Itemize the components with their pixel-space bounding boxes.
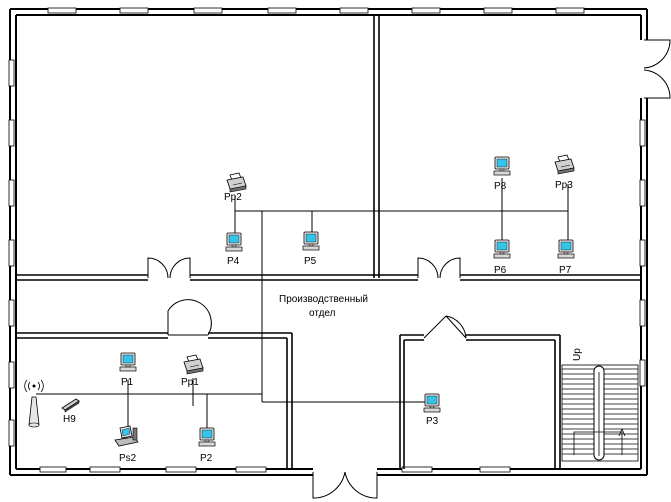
device-p1[interactable] bbox=[119, 352, 137, 372]
device-pp2[interactable] bbox=[226, 172, 247, 193]
wireless-antenna-icon bbox=[24, 379, 44, 428]
device-label-p3: P3 bbox=[426, 416, 439, 427]
area-label-line2: отдел bbox=[309, 308, 336, 319]
device-pp1[interactable] bbox=[183, 354, 204, 375]
hub-icon bbox=[61, 398, 80, 413]
device-label-h9: H9 bbox=[63, 414, 76, 425]
server-icon bbox=[114, 425, 139, 447]
device-h9[interactable] bbox=[61, 398, 80, 413]
device-label-p7: P7 bbox=[559, 265, 572, 276]
device-label-p6: P6 bbox=[494, 265, 507, 276]
device-label-pp2: Pp2 bbox=[224, 192, 242, 203]
wireless-antenna[interactable] bbox=[24, 379, 44, 428]
device-label-pp1: Pp1 bbox=[181, 377, 199, 388]
device-label-p1: P1 bbox=[121, 377, 134, 388]
device-pp3[interactable] bbox=[554, 154, 575, 175]
device-label-p8: P8 bbox=[494, 181, 507, 192]
computer-icon bbox=[225, 232, 243, 252]
device-label-p2: P2 bbox=[200, 453, 213, 464]
device-p8[interactable] bbox=[493, 156, 511, 176]
device-label-p4: P4 bbox=[227, 256, 240, 267]
computer-icon bbox=[557, 239, 575, 259]
staircase bbox=[561, 364, 639, 462]
interior-walls bbox=[16, 15, 641, 469]
computer-icon bbox=[423, 393, 441, 413]
computer-icon bbox=[493, 239, 511, 259]
computer-icon bbox=[119, 352, 137, 372]
device-label-p5: P5 bbox=[304, 256, 317, 267]
computer-icon bbox=[493, 156, 511, 176]
device-label-pp3: Pp3 bbox=[555, 180, 573, 191]
device-ps2[interactable] bbox=[114, 425, 139, 447]
computer-icon bbox=[198, 427, 216, 447]
doors bbox=[147, 39, 671, 499]
stairs-label: Up bbox=[572, 348, 583, 361]
device-p7[interactable] bbox=[557, 239, 575, 259]
area-label-line1: Производственный bbox=[279, 294, 368, 305]
printer-icon bbox=[554, 154, 575, 175]
computer-icon bbox=[302, 231, 320, 251]
network-cabling bbox=[36, 178, 569, 432]
outer-walls bbox=[9, 8, 648, 476]
windows bbox=[8, 7, 646, 473]
printer-icon bbox=[183, 354, 204, 375]
device-p3[interactable] bbox=[423, 393, 441, 413]
printer-icon bbox=[226, 172, 247, 193]
device-p2[interactable] bbox=[198, 427, 216, 447]
device-p6[interactable] bbox=[493, 239, 511, 259]
device-label-ps2: Ps2 bbox=[119, 453, 137, 464]
device-p4[interactable] bbox=[225, 232, 243, 252]
device-p5[interactable] bbox=[302, 231, 320, 251]
